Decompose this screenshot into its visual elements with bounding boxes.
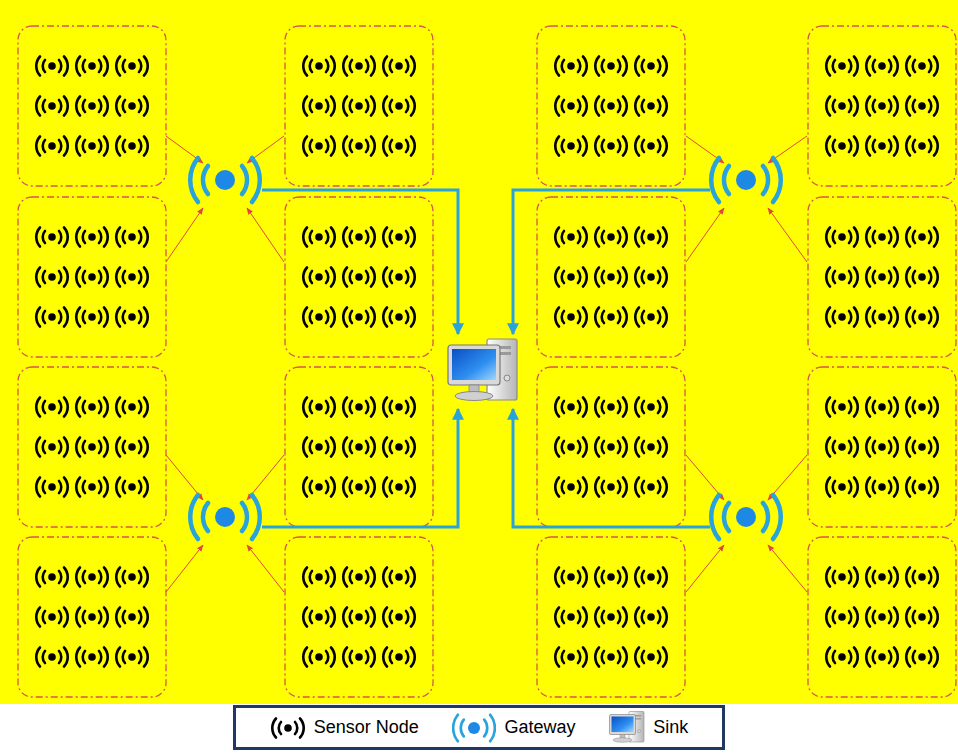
gateway-symbol	[190, 158, 260, 202]
uplink-line	[262, 190, 458, 334]
sensor-cluster	[18, 197, 166, 357]
cluster-arrow	[768, 208, 807, 262]
cluster-arrow	[166, 545, 203, 592]
sensor-cluster	[537, 197, 685, 357]
uplink-line	[262, 409, 458, 527]
sensor-cluster	[285, 197, 433, 357]
legend-item: Sink	[609, 711, 688, 744]
sensor-cluster	[18, 26, 166, 186]
gateway-symbol	[190, 495, 260, 539]
sensor-cluster	[285, 367, 433, 527]
uplink-line	[513, 190, 710, 334]
sensor-clusters	[18, 26, 956, 697]
sensor-swatch	[270, 716, 306, 740]
sensor-cluster	[537, 367, 685, 527]
swatch-symbol	[454, 714, 496, 740]
cluster-arrow	[247, 208, 284, 262]
gateway-symbol	[711, 495, 781, 539]
legend-label: Sink	[653, 717, 688, 738]
uplinks	[262, 190, 710, 527]
legend-label: Gateway	[504, 717, 575, 738]
sensor-cluster	[18, 367, 166, 527]
cluster-arrow	[166, 208, 203, 262]
sensor-cluster	[18, 537, 166, 697]
legend-label: Sensor Node	[314, 717, 419, 738]
cluster-arrow	[686, 208, 724, 262]
cluster-arrow	[247, 545, 284, 592]
cluster-arrow	[686, 545, 724, 592]
sensor-cluster	[285, 26, 433, 186]
sensor-cluster	[808, 197, 956, 357]
sensor-cluster	[808, 537, 956, 697]
sensor-cluster	[537, 26, 685, 186]
cluster-arrow	[768, 545, 807, 592]
gateway-swatch	[452, 710, 496, 746]
cluster-arrows	[166, 136, 807, 592]
yellow-ground	[0, 0, 958, 704]
legend-item: Sensor Node	[270, 716, 419, 740]
legend-item: Gateway	[452, 710, 575, 746]
legend-box: Sensor Node Gateway Sink	[233, 705, 725, 750]
sensor-cluster	[808, 367, 956, 527]
swatch-symbol	[272, 718, 303, 737]
gateways	[190, 158, 781, 539]
swatch-symbol	[610, 712, 645, 743]
uplink-line	[513, 409, 710, 527]
sensor-cluster	[808, 26, 956, 186]
sink-computer	[448, 339, 517, 401]
sensor-cluster	[285, 537, 433, 697]
sensor-cluster	[537, 537, 685, 697]
sink-swatch	[609, 711, 645, 744]
gateway-symbol	[711, 158, 781, 202]
